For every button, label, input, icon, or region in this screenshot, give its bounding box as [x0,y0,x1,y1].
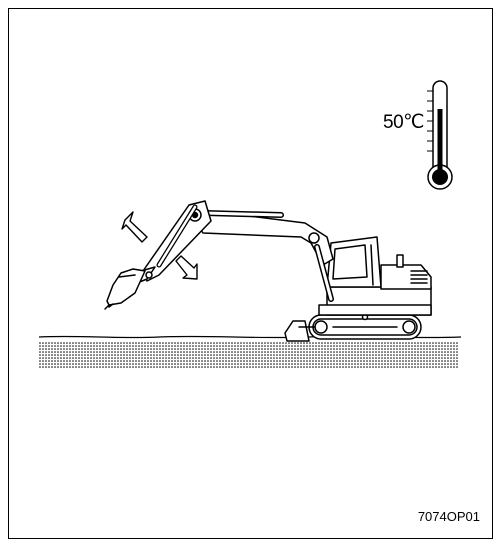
arrow-up-left-icon [121,211,148,243]
illustration-canvas [38,80,462,369]
thermometer-icon [427,80,453,190]
figure-frame: 50℃ 7074OP01 [8,8,493,539]
excavator-illustration [104,200,432,342]
figure-code: 7074OP01 [417,509,480,524]
temperature-label: 50℃ [383,112,424,133]
arrow-down-right-icon [175,255,198,280]
ground [38,335,462,369]
